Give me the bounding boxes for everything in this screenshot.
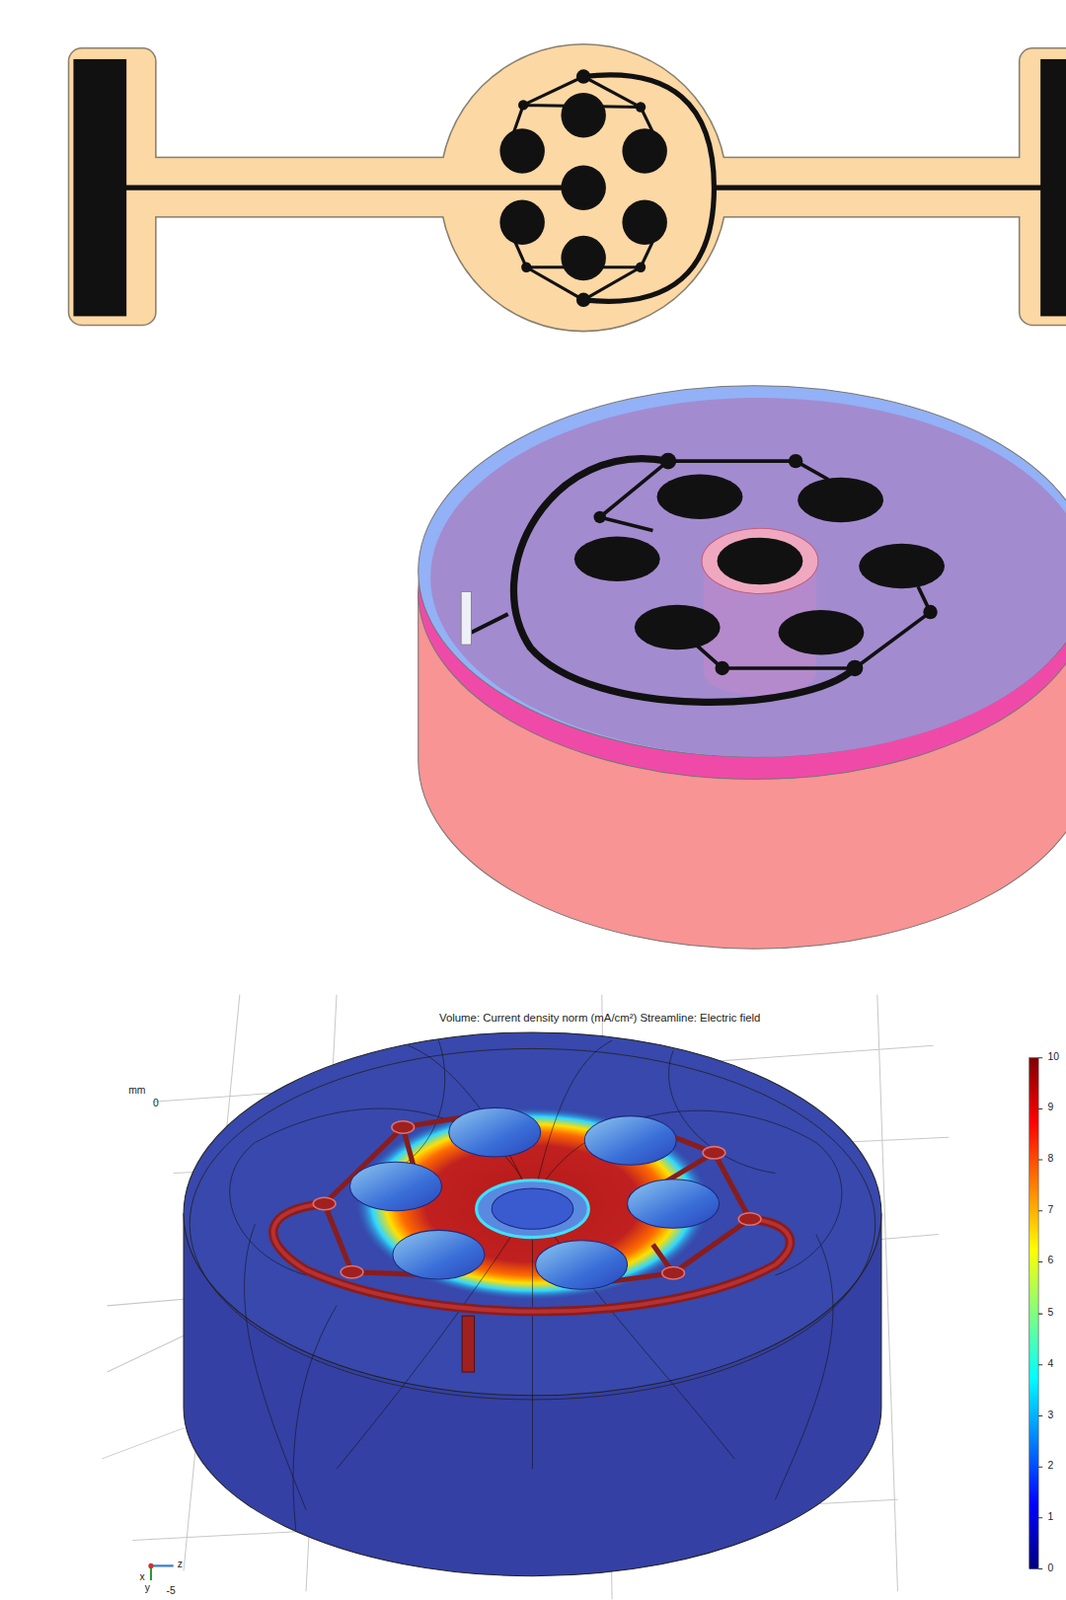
axis-triad [148, 1563, 173, 1581]
model-wiring [470, 458, 930, 703]
axis-label: 1 [1047, 1512, 1054, 1523]
axis-label: 9 [1047, 1102, 1054, 1113]
sim-nodes [312, 1121, 762, 1280]
axis-label: 10 [1047, 1052, 1059, 1063]
axis-label: x [140, 1572, 146, 1583]
axis-label: 4 [1047, 1359, 1054, 1370]
electrodes [499, 69, 667, 307]
wiring [125, 75, 1043, 302]
colorbar-ticks [1038, 1058, 1043, 1570]
axis-label: 3 [1047, 1409, 1054, 1420]
axis-label: mm [128, 1085, 146, 1096]
axis-label: 5 [1047, 1307, 1054, 1318]
model-electrodes [574, 453, 945, 677]
axis-grid [101, 994, 949, 1600]
axis-label: 8 [1047, 1153, 1054, 1164]
sim-electrodes [349, 1107, 719, 1290]
axis-label: 7 [1047, 1205, 1054, 1216]
axis-label: 0 [152, 1098, 159, 1109]
axis-label: z [177, 1559, 183, 1570]
connector-pin [460, 591, 471, 645]
axis-label: -5 [165, 1586, 175, 1597]
simulation-cylinder [183, 1032, 882, 1577]
streamlines [229, 1040, 842, 1530]
tissue-cylinder [418, 385, 1066, 949]
axis-label: 6 [1047, 1255, 1054, 1266]
axis-label: 0 [1047, 1562, 1054, 1573]
axis-label: 2 [1047, 1460, 1054, 1471]
plot-title: Volume: Current density norm (mA/cm²) St… [439, 1011, 761, 1023]
color-bar [1029, 1058, 1039, 1570]
board-outline [69, 44, 1066, 330]
axis-label: y [145, 1583, 151, 1594]
connector-pin [461, 1315, 474, 1372]
